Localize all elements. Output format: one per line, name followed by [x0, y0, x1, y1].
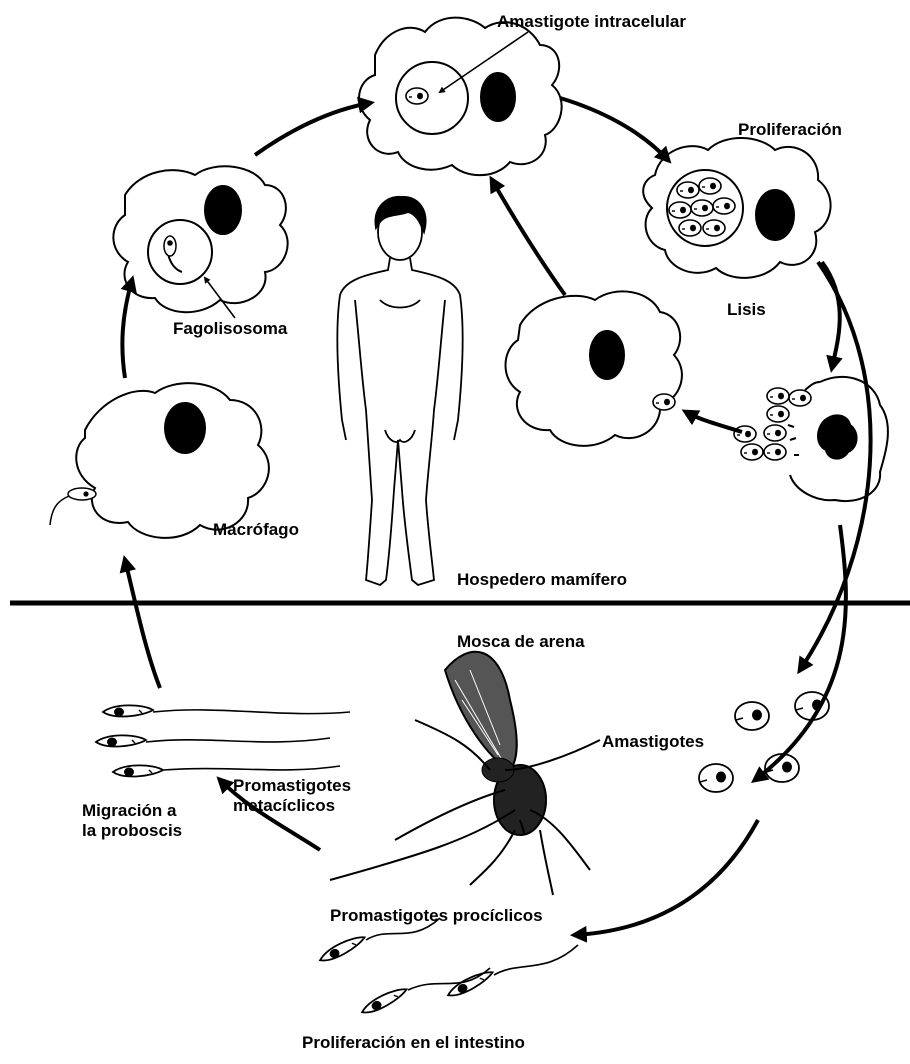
- label-promastigotes-prociclicos: Promastigotes procíclicos: [330, 906, 543, 926]
- entering-amastigote: [653, 394, 675, 410]
- metacyclic-promastigotes: [96, 705, 350, 776]
- macrophage-infection-icon: [506, 291, 682, 445]
- macrophage-intracellular-icon: [359, 18, 562, 176]
- label-amastigotes: Amastigotes: [602, 732, 704, 752]
- label-proliferacion-intestino: Proliferación en el intestino: [302, 1033, 525, 1053]
- label-mosca-de-arena: Mosca de arena: [457, 632, 585, 652]
- label-migracion-proboscis: Migración a la proboscis: [82, 801, 182, 840]
- sandfly-icon: [330, 652, 600, 895]
- vector-amastigotes: [699, 692, 829, 792]
- engulfed-promastigote: [164, 236, 176, 256]
- human-figure-icon: [337, 197, 462, 585]
- label-promastigotes-metaciclicos: Promastigotes metacíclicos: [233, 776, 351, 815]
- label-amastigote-intracelular: Amastigote intracelular: [497, 12, 686, 32]
- procyclic-promastigotes: [317, 918, 578, 1016]
- label-proliferacion: Proliferación: [738, 120, 842, 140]
- label-fagolisosoma: Fagolisosoma: [173, 319, 287, 339]
- macrophage-icon: [76, 383, 269, 538]
- attaching-promastigote: [50, 488, 96, 525]
- label-lisis: Lisis: [727, 300, 766, 320]
- macrophage-phagolysosome-icon: [113, 166, 287, 312]
- amastigote-icon: [406, 88, 428, 104]
- label-macrofago: Macrófago: [213, 520, 299, 540]
- label-hospedero-mamifero: Hospedero mamífero: [457, 570, 627, 590]
